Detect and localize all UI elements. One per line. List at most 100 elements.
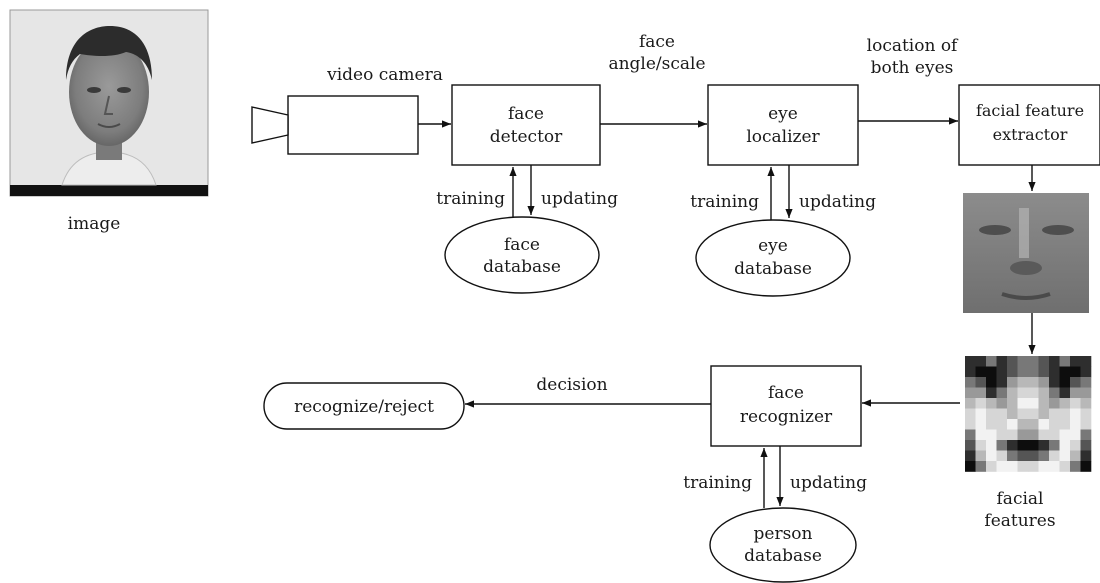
mosaic-pixel: [1049, 429, 1060, 441]
mosaic-pixel: [1080, 429, 1092, 441]
face-detector-label-line1: face: [508, 104, 544, 124]
mosaic-pixel: [1049, 440, 1060, 451]
decision-label: decision: [536, 375, 607, 395]
input-face-photo: [9, 9, 209, 197]
mosaic-pixel: [1007, 366, 1018, 378]
mosaic-pixel: [1028, 366, 1039, 378]
video-camera-label: video camera: [326, 65, 443, 85]
face-recognizer-box: [710, 365, 862, 447]
mosaic-pixel: [1059, 429, 1071, 441]
mosaic-pixel: [996, 408, 1008, 420]
mosaic-pixel: [965, 387, 976, 399]
mosaic-pixel: [1070, 356, 1081, 367]
mosaic-pixel: [1028, 408, 1039, 420]
mosaic-pixel: [996, 440, 1008, 451]
mosaic-pixel: [965, 408, 976, 420]
eye-database-ellipse: [695, 219, 851, 297]
mosaic-pixel: [1007, 461, 1018, 472]
mosaic-pixel: [1059, 461, 1071, 472]
mosaic-pixel: [996, 429, 1008, 441]
mosaic-pixel: [1070, 429, 1081, 441]
mosaic-pixel: [1028, 419, 1039, 430]
mosaic-pixel: [1080, 419, 1092, 430]
mosaic-pixel: [1049, 356, 1060, 367]
feature-extractor-label-line1: facial feature: [976, 101, 1084, 120]
mosaic-pixel: [1080, 398, 1092, 409]
mosaic-pixel: [1049, 366, 1060, 378]
person-updating-label: updating: [790, 473, 867, 493]
mosaic-pixel: [1070, 419, 1081, 430]
face-angle-label-line1: face: [639, 32, 675, 52]
face-database-label-line2: database: [483, 257, 561, 277]
recognize-reject-terminal: [263, 382, 465, 430]
mosaic-pixel: [1059, 440, 1071, 451]
mosaic-pixel: [1070, 450, 1081, 462]
mosaic-pixel: [1070, 377, 1081, 388]
mosaic-pixel: [1028, 440, 1039, 451]
mosaic-pixel: [1038, 398, 1050, 409]
mosaic-pixel: [986, 419, 997, 430]
mosaic-pixel: [965, 461, 976, 472]
person-training-label: training: [683, 473, 752, 493]
mosaic-pixel: [1070, 366, 1081, 378]
mosaic-pixel: [1017, 366, 1029, 378]
mosaic-pixel: [1028, 387, 1039, 399]
mosaic-pixel: [986, 387, 997, 399]
mosaic-pixel: [1080, 377, 1092, 388]
person-database-ellipse: [709, 507, 857, 583]
mosaic-pixel: [996, 387, 1008, 399]
mosaic-pixel: [965, 440, 976, 451]
mosaic-pixel: [1007, 398, 1018, 409]
mosaic-pixel: [1038, 387, 1050, 399]
mosaic-pixel: [1007, 429, 1018, 441]
mosaic-pixel: [1038, 366, 1050, 378]
eye-location-label-line1: location of: [867, 36, 959, 56]
mosaic-pixel: [975, 366, 987, 378]
mosaic-pixel: [965, 366, 976, 378]
face-database-label-line1: face: [504, 235, 540, 255]
face-updating-label: updating: [541, 189, 618, 209]
mosaic-pixel: [986, 429, 997, 441]
mosaic-pixel: [986, 461, 997, 472]
mosaic-pixel: [1038, 450, 1050, 462]
mosaic-pixel: [1049, 387, 1060, 399]
face-detector-label-line2: detector: [490, 127, 563, 147]
mosaic-pixel: [1038, 429, 1050, 441]
mosaic-pixel: [1070, 440, 1081, 451]
mosaic-pixel: [975, 398, 987, 409]
mosaic-pixel: [1007, 408, 1018, 420]
mosaic-pixel: [1059, 408, 1071, 420]
mosaic-pixel: [1038, 408, 1050, 420]
mosaic-pixel: [1038, 356, 1050, 367]
mosaic-pixel: [1059, 398, 1071, 409]
mosaic-pixel: [1049, 377, 1060, 388]
mosaic-pixel: [1007, 419, 1018, 430]
mosaic-pixel: [975, 356, 987, 367]
mosaic-pixel: [1080, 356, 1092, 367]
mosaic-pixel: [1017, 408, 1029, 420]
person-database-label-line1: person: [754, 524, 813, 544]
mosaic-pixel: [986, 440, 997, 451]
eye-localizer-label-line1: eye: [768, 104, 798, 124]
mosaic-pixel: [975, 387, 987, 399]
extracted-face-image: [963, 193, 1089, 313]
eye-training-label: training: [690, 192, 759, 212]
mosaic-pixel: [1059, 387, 1071, 399]
face-database-ellipse: [444, 216, 600, 294]
image-caption: image: [68, 214, 121, 234]
video-camera-icon: [251, 95, 419, 155]
mosaic-pixel: [1007, 356, 1018, 367]
mosaic-pixel: [1017, 356, 1029, 367]
eye-localizer-box: [707, 84, 859, 166]
mosaic-pixel: [1059, 450, 1071, 462]
mosaic-pixel: [996, 377, 1008, 388]
mosaic-pixel: [1070, 408, 1081, 420]
facial-features-label-line2: features: [984, 511, 1055, 531]
mosaic-pixel: [1038, 377, 1050, 388]
mosaic-pixel: [975, 429, 987, 441]
mosaic-pixel: [1017, 377, 1029, 388]
mosaic-pixel: [975, 461, 987, 472]
face-training-label: training: [436, 189, 505, 209]
mosaic-pixel: [965, 429, 976, 441]
